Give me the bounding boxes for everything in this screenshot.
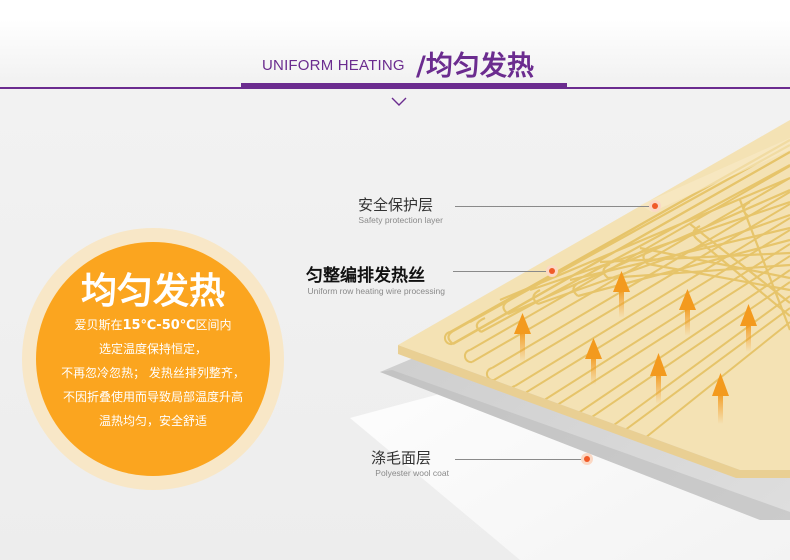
- callout-label-en: Safety protection layer: [358, 215, 443, 225]
- callout-label-en: Uniform row heating wire processing: [307, 286, 445, 296]
- feature-title: 均匀发热: [80, 271, 225, 312]
- callout-marker-icon: [546, 265, 558, 277]
- feature-line-4: 不因折叠使用而导致局部温度升高: [62, 390, 243, 404]
- callout-label-en: Polyester wool coat: [375, 468, 449, 478]
- up-arrow-icon: [585, 338, 602, 385]
- callout-label-cn: 安全保护层: [358, 196, 434, 214]
- up-arrow-icon: [650, 353, 667, 404]
- feature-line-5: 温热均匀，安全舒适: [98, 414, 207, 428]
- callout-marker-icon: [649, 200, 661, 212]
- callout-leader-line: [455, 459, 582, 460]
- heat-arrows: [514, 271, 757, 424]
- header-rule: [0, 87, 790, 89]
- callout-leader-line: [453, 271, 547, 272]
- callout-label-cn: 涤毛面层: [371, 449, 432, 467]
- callout-leader-line: [455, 206, 650, 207]
- up-arrow-icon: [740, 304, 757, 352]
- section-title-cn: /均匀发热: [416, 51, 534, 82]
- feature-circle: [36, 242, 270, 476]
- feature-line-2: 选定温度保持恒定，: [98, 342, 207, 356]
- up-arrow-icon: [679, 289, 696, 336]
- feature-line-3: 不再忽冷忽热； 发热丝排列整齐，: [61, 366, 245, 380]
- safety-protection-layer: [640, 138, 790, 212]
- up-arrow-icon: [514, 313, 531, 362]
- up-arrow-icon: [613, 271, 630, 318]
- title-underline: [241, 83, 567, 88]
- up-arrow-icon: [712, 373, 729, 424]
- temperature-range: 15℃-50℃: [122, 318, 196, 333]
- callout-label-cn: 匀整编排发热丝: [306, 266, 425, 286]
- section-title-en: UNIFORM HEATING: [262, 57, 405, 74]
- feature-line-1: 爱贝斯在15℃-50℃区间内: [74, 318, 232, 333]
- callout-marker-icon: [581, 453, 593, 465]
- chevron-down-icon: [391, 97, 407, 106]
